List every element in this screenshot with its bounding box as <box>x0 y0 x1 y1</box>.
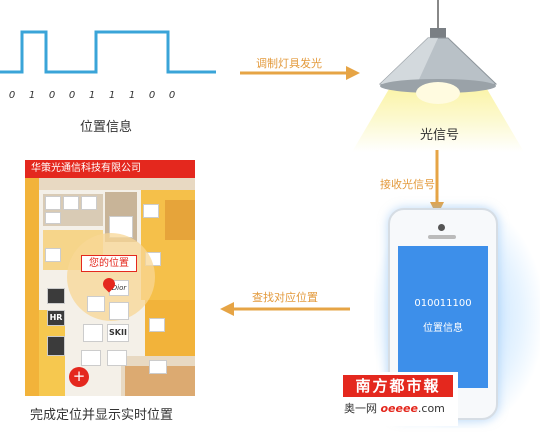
lamp-caption: 光信号 <box>420 128 460 143</box>
signal-caption: 位置信息 <box>80 120 133 135</box>
map-block <box>39 178 195 190</box>
logo-sub-prefix: 奥一网 <box>344 402 377 415</box>
newspaper-logo: 南方都市報 奥一网 oeeee.com <box>340 372 458 426</box>
store-tile <box>81 196 97 210</box>
store-tile <box>45 212 61 224</box>
app-header: 华策光通信科技有限公司 <box>25 160 195 178</box>
logo-sub-text: 奥一网 oeeee.com <box>344 400 445 416</box>
left-arrow-icon <box>220 302 350 316</box>
bit: 0 <box>168 90 176 101</box>
store-label: Dior <box>111 284 127 292</box>
store-label: SKII <box>109 328 127 337</box>
store-tile <box>149 318 165 332</box>
store-tile <box>63 196 79 210</box>
bit: 0 <box>48 90 56 101</box>
store-tile <box>143 204 159 218</box>
store-tile <box>81 350 101 366</box>
camera-icon <box>438 224 445 231</box>
zoom-in-button[interactable]: + <box>69 367 89 387</box>
modulate-arrow-label: 调制灯具发光 <box>256 57 322 70</box>
pendant-lamp-icon <box>378 0 498 104</box>
map-block <box>25 178 39 396</box>
store-tile <box>47 336 65 356</box>
bit: 1 <box>108 90 116 101</box>
you-are-here-bubble: 您的位置 <box>81 255 137 272</box>
bit: 0 <box>8 90 16 101</box>
store-tile-skii: SKII <box>107 324 129 342</box>
logo-sub-domain: oeeee <box>380 402 418 415</box>
store-tile <box>109 302 129 320</box>
store-tile <box>45 196 61 210</box>
lookup-arrow-label: 查找对应位置 <box>252 291 318 304</box>
phone-screen: 010011100 位置信息 <box>398 246 488 388</box>
phone-label: 位置信息 <box>423 323 463 334</box>
store-tile <box>47 288 65 304</box>
store-tile <box>83 324 103 342</box>
store-tile <box>149 360 167 374</box>
right-arrow-icon <box>240 66 360 80</box>
store-label: HR <box>49 313 63 322</box>
store-tile-hr: HR <box>47 310 65 326</box>
speaker-icon <box>428 235 456 239</box>
bit: 0 <box>68 90 76 101</box>
phone-code: 010011100 <box>414 298 472 309</box>
store-tile <box>45 248 61 262</box>
square-wave-signal <box>0 30 216 74</box>
receive-arrow-label: 接收光信号 <box>380 178 435 191</box>
store-tile <box>87 296 105 312</box>
bit: 1 <box>128 90 136 101</box>
map-block <box>165 200 195 240</box>
logo-main-text: 南方都市報 <box>343 375 453 397</box>
app-caption: 完成定位并显示实时位置 <box>30 408 174 423</box>
bit: 1 <box>88 90 96 101</box>
bit: 1 <box>28 90 36 101</box>
bit-sequence: 0 1 0 0 1 1 1 0 0 <box>2 90 182 101</box>
store-tile <box>107 350 127 366</box>
bit: 0 <box>148 90 156 101</box>
logo-sub-suffix: .com <box>417 402 445 415</box>
indoor-map-app: 华策光通信科技有限公司 Dior HR SKII 您的位置 + <box>25 160 195 396</box>
